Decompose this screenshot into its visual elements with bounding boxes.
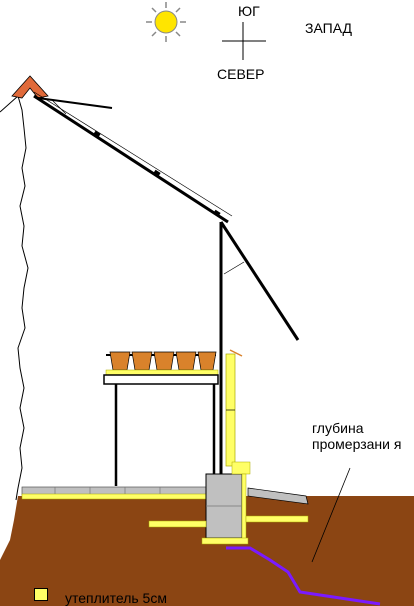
- floor-insulation: [21, 493, 213, 500]
- house-wall-edge: [0, 95, 29, 501]
- compass-south-label: ЮГ: [238, 3, 260, 19]
- insulation-legend-swatch: [34, 588, 48, 601]
- sun-icon: [146, 2, 186, 42]
- frost-depth-label: глубина промерзани я: [312, 420, 402, 452]
- plant-shelf: [103, 351, 219, 486]
- compass-north-label: СЕВЕР: [217, 66, 265, 82]
- ridge-vent-flap: [37, 97, 113, 109]
- roof-fasteners: [93, 130, 221, 217]
- compass-cross-icon: [222, 22, 266, 60]
- insulation-wing-right: [245, 515, 309, 523]
- insulation-wing-left: [148, 520, 207, 528]
- drain-gutter: [247, 487, 309, 505]
- front-vent-flap: [219, 221, 300, 341]
- roof-rafter: [33, 94, 229, 224]
- ridge-cap: [11, 75, 49, 99]
- compass-west-label: ЗАПАД: [305, 20, 352, 36]
- soil: [0, 496, 414, 606]
- frost-depth-line: [226, 546, 381, 606]
- flower-pots: [109, 351, 217, 371]
- frost-pointer: [311, 467, 351, 563]
- insulation-legend-label: утеплитель 5см: [65, 590, 167, 606]
